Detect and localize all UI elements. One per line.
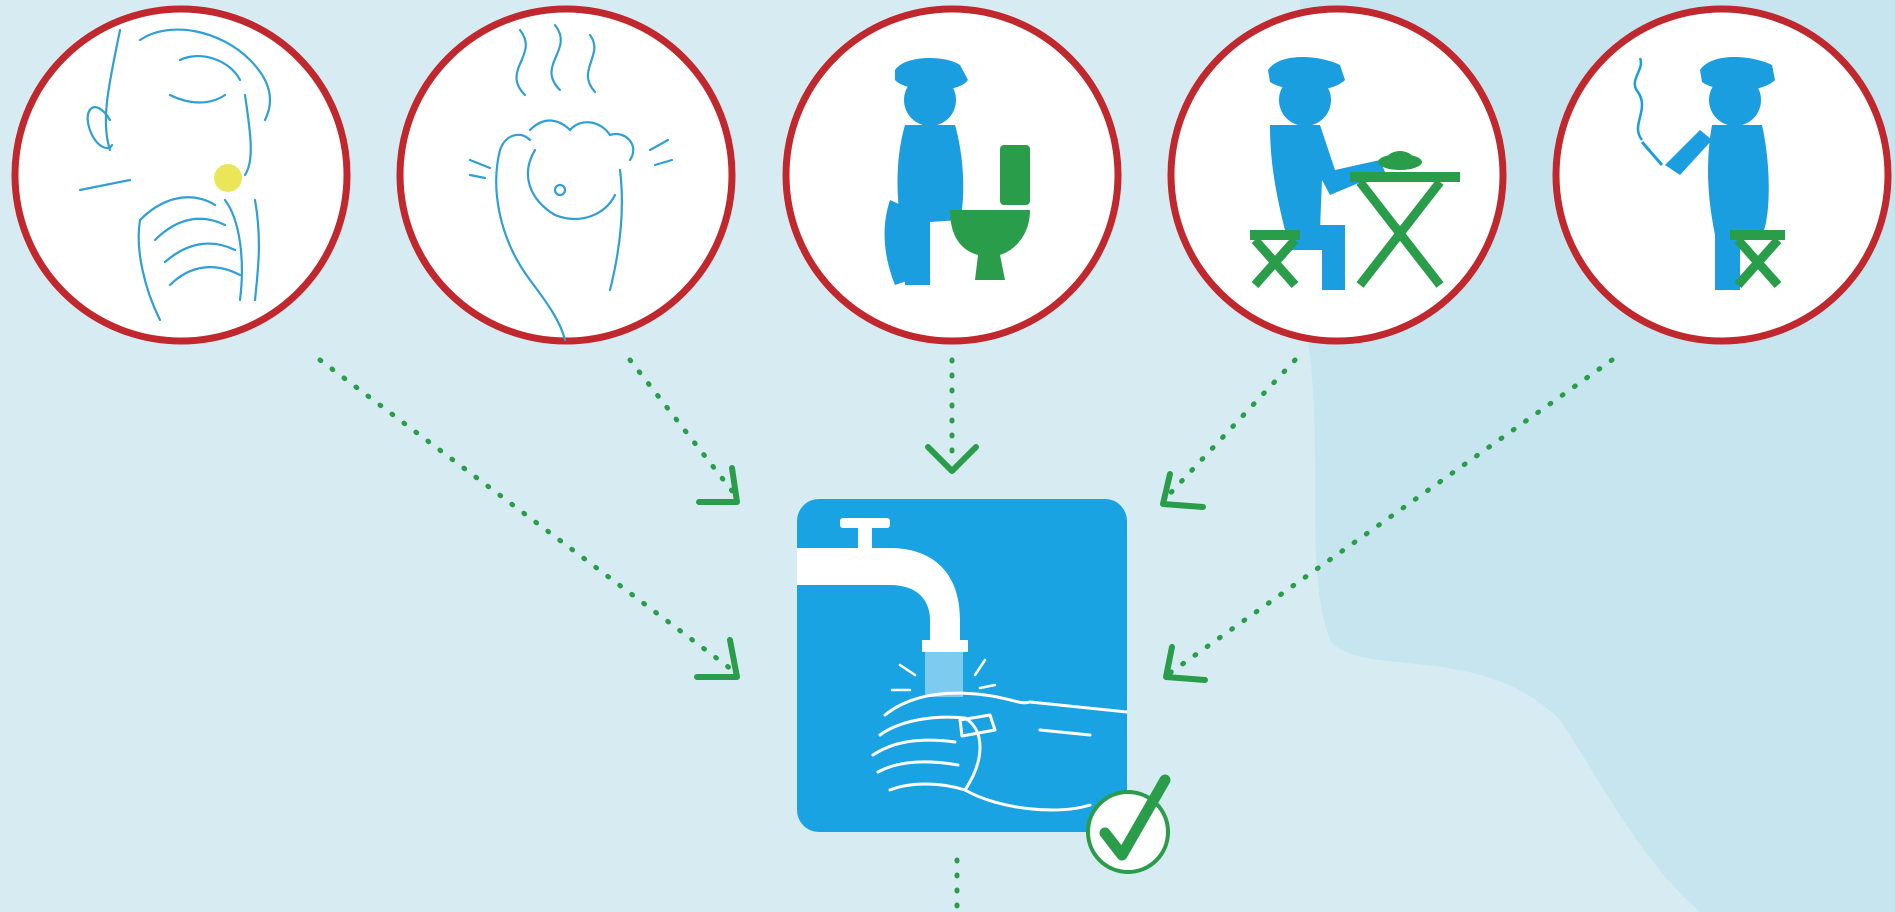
trigger-smoking [1556, 9, 1888, 341]
trigger-nose-blowing [15, 9, 347, 341]
trigger-toilet [786, 9, 1118, 341]
trigger-eating [1171, 9, 1503, 341]
germ-spot-icon [214, 164, 242, 192]
handwashing-action [797, 499, 1168, 872]
arrow-nose-blowing-to-handwashing [320, 360, 737, 677]
arrow-sneezing-to-handwashing [630, 360, 737, 502]
arrow-eating-to-handwashing [1163, 360, 1295, 507]
trigger-sneezing [400, 9, 732, 341]
arrow-toilet-to-handwashing [928, 360, 976, 471]
